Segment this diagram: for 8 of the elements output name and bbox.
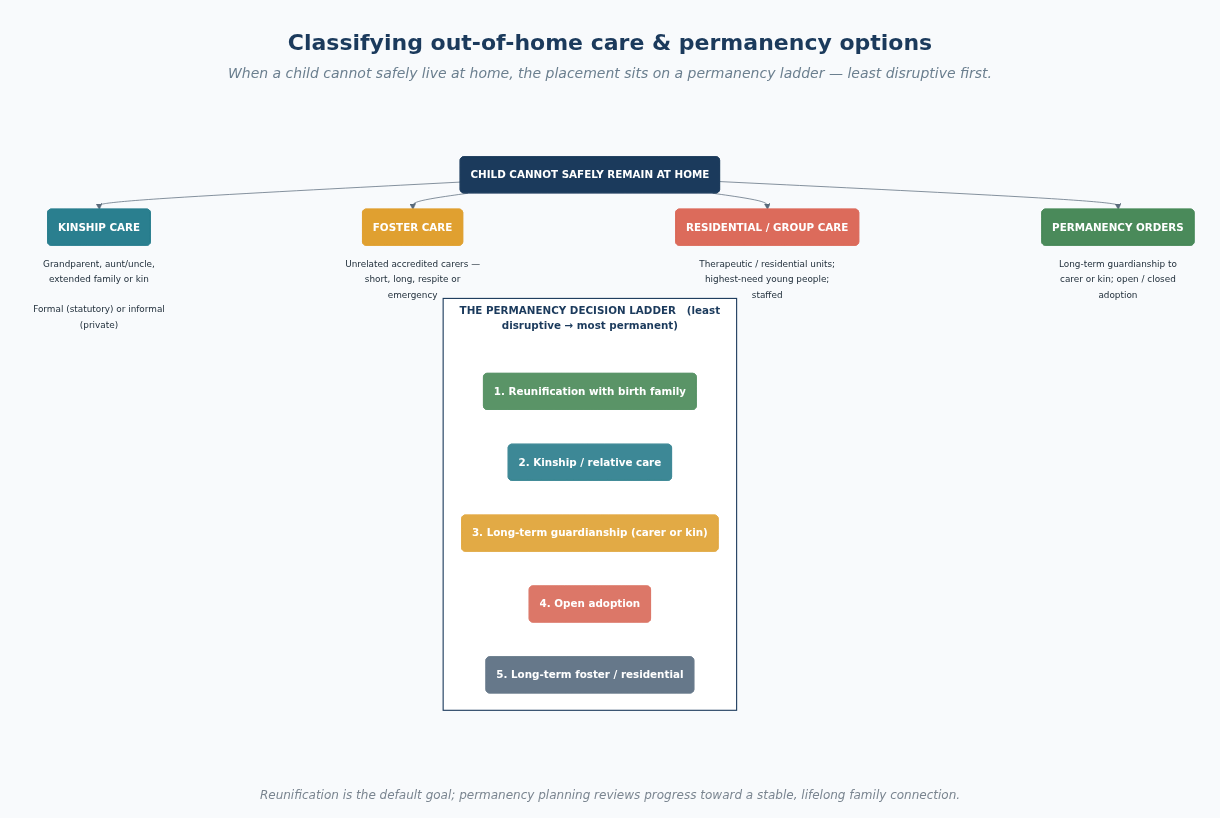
diagram-title: Classifying out-of-home care & permanency options [287, 30, 933, 55]
caption: Reunification is the default goal; permanency planning reviews progress toward a stable, lifelong family connection. [259, 788, 961, 802]
node-label: Formal (statutory) or informal (private) [33, 304, 165, 330]
node-label: Therapeutic / residential units; highest-need young people; staffed [699, 259, 836, 300]
subtitle: When a child cannot safely live at home, the placement sits on a permanency ladder — least disruptive first. [227, 65, 993, 81]
node-label: Unrelated accredited carers — short, long, respite or emergency [345, 259, 481, 300]
node-label: Grandparent, aunt/uncle, extended family or kin [43, 259, 155, 285]
node-label: Long-term guardianship to carer or kin; open / closed adoption [1059, 259, 1177, 300]
